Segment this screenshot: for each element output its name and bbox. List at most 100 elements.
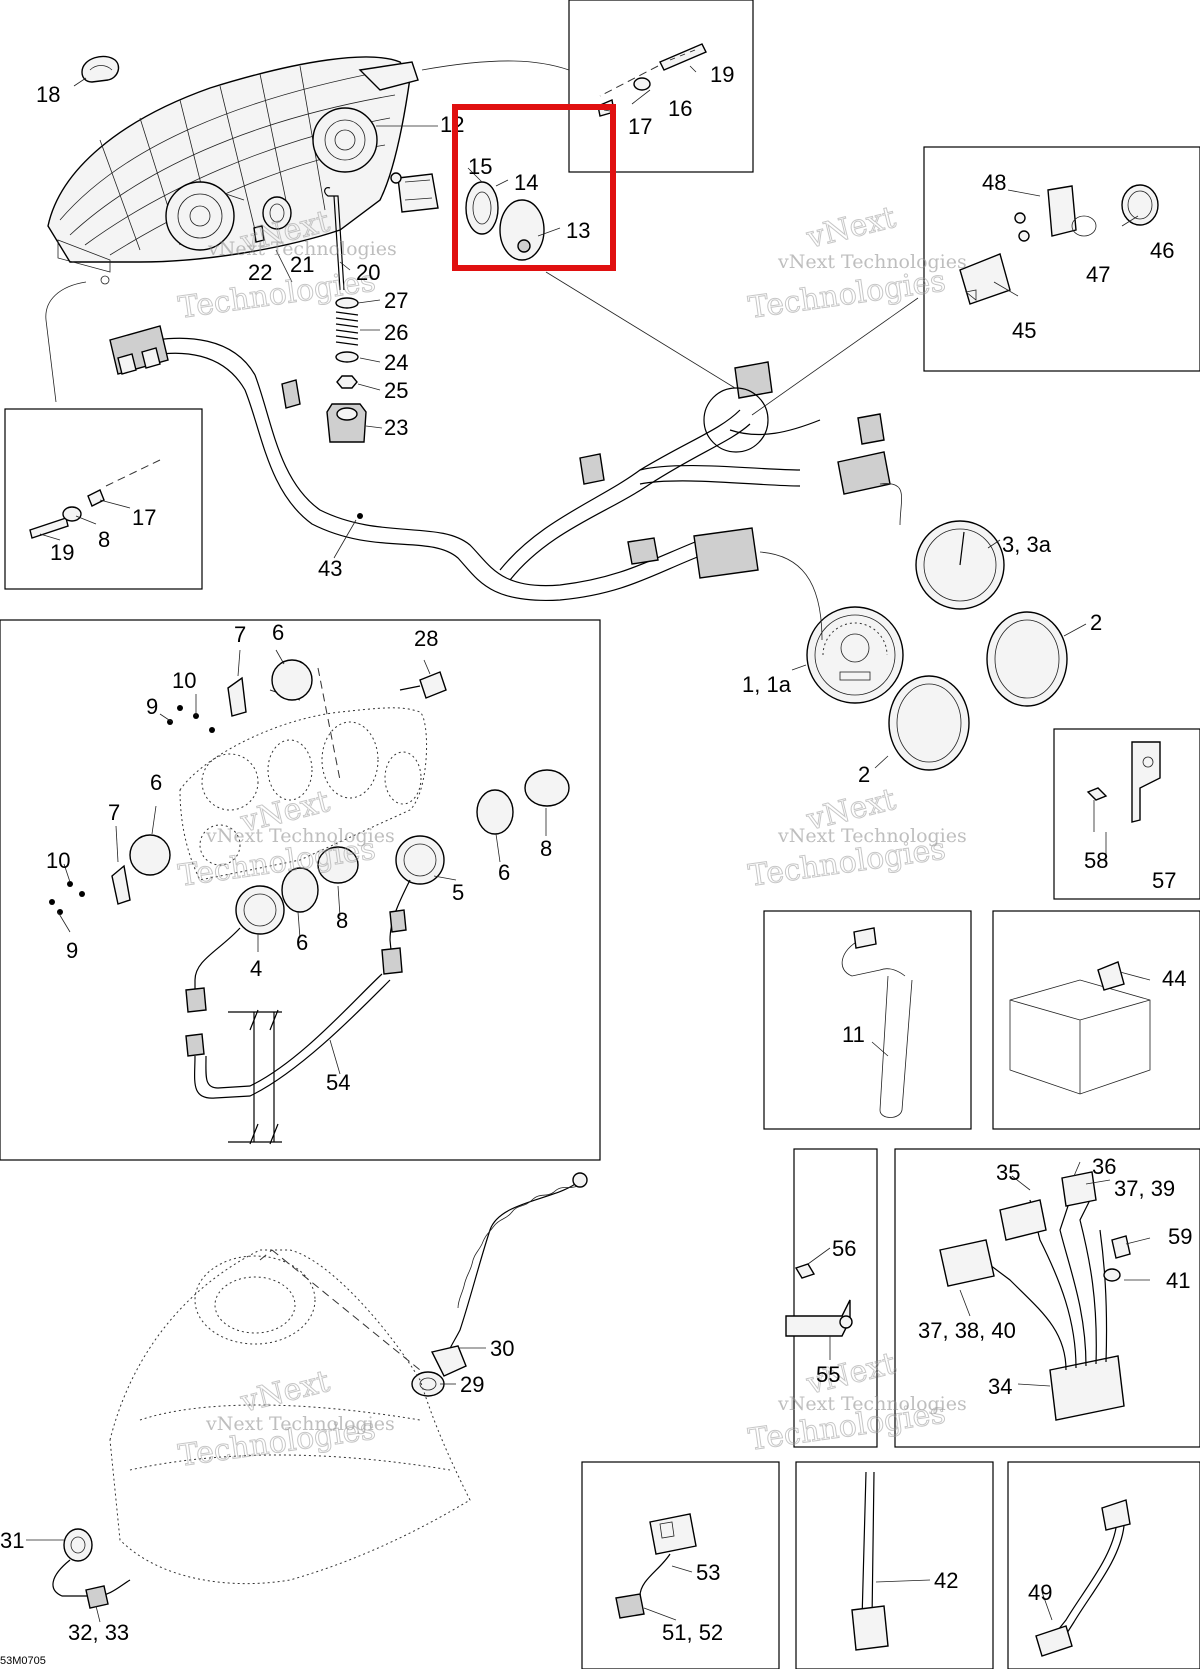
callout-label: 56 (832, 1236, 856, 1261)
speedometer-1 (806, 606, 904, 704)
drawing-code: 53M0705 (0, 1655, 46, 1667)
watermark-text: vNext Technologies (205, 1413, 395, 1435)
mount-hardware-left (29, 459, 161, 539)
callout-label: 51, 52 (662, 1620, 723, 1645)
fuel-sender-11 (841, 927, 913, 1118)
callout-label: 32, 33 (68, 1620, 129, 1645)
bezel-2 (888, 611, 1068, 771)
callout-label: 11 (842, 1022, 865, 1047)
callout-label: 6 (296, 930, 308, 955)
highlight-box (452, 104, 616, 271)
sensor-53 (615, 1513, 697, 1619)
callout-label: 7 (108, 800, 120, 825)
callout-label: 3, 3a (1002, 532, 1052, 557)
callout-label: 19 (50, 540, 74, 565)
callout-label: 42 (934, 1568, 958, 1593)
adjuster-stack (324, 187, 367, 443)
callout-label: 54 (326, 1070, 350, 1095)
bracket-57 (1086, 741, 1161, 823)
callout-label: 6 (272, 620, 284, 645)
callout-label: 1, 1a (742, 672, 792, 697)
callout-label: 43 (318, 556, 342, 581)
callout-label: 31 (0, 1528, 24, 1553)
callout-label: 13 (566, 218, 590, 243)
instrument-cluster (49, 659, 570, 1145)
clip-18 (81, 55, 120, 83)
bulb-socket (390, 172, 545, 261)
callout-label: 30 (490, 1336, 514, 1361)
callout-label: 47 (1086, 262, 1110, 287)
leader-lines (26, 60, 1151, 1623)
callout-label: 16 (668, 96, 692, 121)
callout-label: 58 (1084, 848, 1108, 873)
watermark-text: vNext Technologies (777, 1393, 967, 1415)
callout-label: 5 (452, 880, 464, 905)
callout-label: 9 (146, 694, 158, 719)
callout-label: 28 (414, 626, 438, 651)
callout-label: 14 (514, 170, 538, 195)
callout-label: 59 (1168, 1224, 1192, 1249)
sensor-42 (851, 1471, 889, 1651)
callout-label: 35 (996, 1160, 1020, 1185)
callout-label: 27 (384, 288, 408, 313)
callout-label: 36 (1092, 1154, 1116, 1179)
wiring-harness (109, 325, 891, 602)
watermark-outline: Technologies (176, 264, 377, 326)
callout-label: 4 (250, 956, 262, 981)
callout-label: 37, 38, 40 (918, 1318, 1016, 1343)
callout-labels: 18 12 19 16 17 15 14 13 21 22 20 27 26 2… (0, 62, 1192, 1667)
callout-label: 26 (384, 320, 408, 345)
watermark-outline: vNext (802, 200, 899, 256)
callout-label: 8 (540, 836, 552, 861)
callout-label: 37, 39 (1114, 1176, 1175, 1201)
watermark-outline: vNext (236, 1364, 333, 1420)
sensor-49 (1035, 1499, 1131, 1657)
callout-label: 22 (248, 260, 272, 285)
callout-label: 55 (816, 1362, 840, 1387)
fuse-box (1009, 961, 1151, 1095)
callout-label: 25 (384, 378, 408, 403)
callout-label: 21 (290, 252, 314, 277)
callout-label: 34 (988, 1374, 1012, 1399)
callout-label: 10 (46, 848, 70, 873)
callout-label: 19 (710, 62, 734, 87)
callout-label: 8 (336, 908, 348, 933)
bracket-55 (785, 1263, 853, 1337)
callout-label: 45 (1012, 318, 1036, 343)
callout-label: 48 (982, 170, 1006, 195)
callout-label: 41 (1166, 1268, 1190, 1293)
callout-label: 2 (858, 762, 870, 787)
callout-label: 9 (66, 938, 78, 963)
callout-label: 2 (1090, 610, 1102, 635)
callout-label: 6 (150, 770, 162, 795)
grommet-21 (253, 196, 292, 243)
callout-label: 23 (384, 415, 408, 440)
callout-label: 8 (98, 527, 110, 552)
callout-label: 17 (132, 505, 156, 530)
watermark-text: vNext Technologies (777, 825, 967, 847)
watermark-text: vNext Technologies (205, 825, 395, 847)
regulator-34 (939, 1171, 1131, 1421)
callout-label: 44 (1162, 966, 1186, 991)
console (52, 1249, 471, 1609)
headlight-housing (47, 56, 419, 285)
gauge-3 (915, 520, 1005, 610)
callout-label: 10 (172, 668, 196, 693)
callout-label: 57 (1152, 868, 1176, 893)
callout-label: 46 (1150, 238, 1174, 263)
callout-label: 17 (628, 114, 652, 139)
callout-label: 6 (498, 860, 510, 885)
callout-label: 29 (460, 1372, 484, 1397)
callout-label: 24 (384, 350, 408, 375)
callout-label: 7 (234, 622, 246, 647)
callout-label: 15 (468, 154, 492, 179)
callout-label: 53 (696, 1560, 720, 1585)
watermark-text: vNext Technologies (777, 251, 967, 273)
callout-label: 49 (1028, 1580, 1052, 1605)
watermark-text: vNext Technologies (207, 238, 397, 260)
callout-label: 18 (36, 82, 60, 107)
tether-cord (411, 1172, 588, 1397)
callout-label: 20 (356, 260, 380, 285)
